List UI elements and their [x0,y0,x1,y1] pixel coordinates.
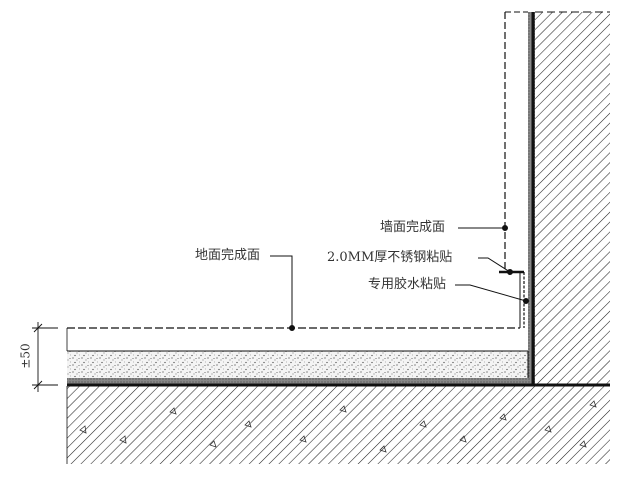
label-adhesive: 专用胶水粘贴 [368,277,447,292]
stainless-steel-strip [499,270,525,328]
floor-slab [66,386,610,464]
leader-lines [270,225,529,331]
floor-finish-line [66,327,520,351]
waterproof-layer [67,12,610,387]
screed-layer [67,350,529,378]
label-floor-finish: 地面完成面 [195,248,261,263]
wall-finish-line [504,11,528,270]
wall-structure [535,11,610,385]
dimension-value: ±50 [18,343,33,369]
label-steel-strip: 2.0MM厚不锈钢粘贴 [327,250,453,265]
dimension-line [32,322,58,392]
label-wall-finish: 墙面完成面 [380,220,446,235]
